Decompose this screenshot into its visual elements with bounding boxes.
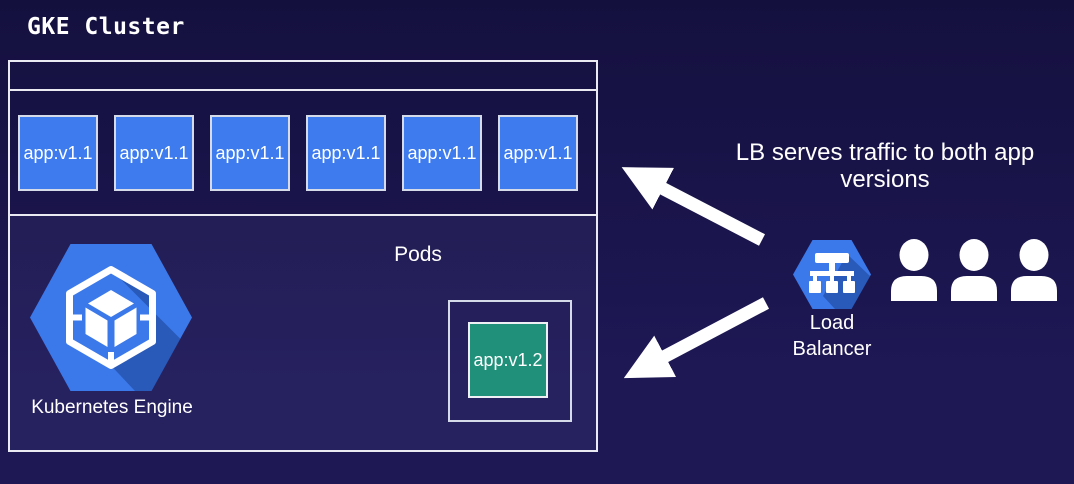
user-icon [891, 239, 937, 301]
pods-section-label: Pods [394, 243, 442, 266]
load-balancer-icon [793, 240, 871, 309]
arrow-to-v1-pods-icon [621, 167, 765, 246]
pod-label: app:v1.1 [311, 142, 381, 163]
pod-label: app:v1.1 [119, 142, 189, 163]
user-icon [951, 239, 997, 301]
kubernetes-engine-label: Kubernetes Engine [31, 397, 193, 418]
pod-box: app:v1.1 [210, 115, 290, 191]
kubernetes-engine-icon [30, 244, 192, 391]
pod-label: app:v1.1 [23, 142, 93, 163]
pod-box: app:v1.1 [402, 115, 482, 191]
pod-label: app:v1.1 [407, 142, 477, 163]
arrow-to-v2-pod-icon [623, 297, 770, 379]
new-version-pod-box: app:v1.2 [468, 322, 548, 398]
user-icon [1011, 239, 1057, 301]
pod-label: app:v1.1 [503, 142, 573, 163]
pod-box: app:v1.1 [306, 115, 386, 191]
pod-label: app:v1.2 [473, 349, 543, 370]
pod-label: app:v1.1 [215, 142, 285, 163]
cluster-header-band [10, 62, 596, 91]
lb-annotation-text: LB serves traffic to both app versions [735, 139, 1035, 193]
page-title: GKE Cluster [27, 14, 185, 40]
load-balancer-label-line2: Balancer [792, 338, 872, 360]
load-balancer-label-line1: Load [809, 312, 855, 334]
new-version-pod-wrapper [448, 300, 572, 422]
pod-box: app:v1.1 [18, 115, 98, 191]
pod-box: app:v1.1 [114, 115, 194, 191]
load-balancer-label: Load Balancer [762, 310, 902, 362]
pod-box: app:v1.1 [498, 115, 578, 191]
